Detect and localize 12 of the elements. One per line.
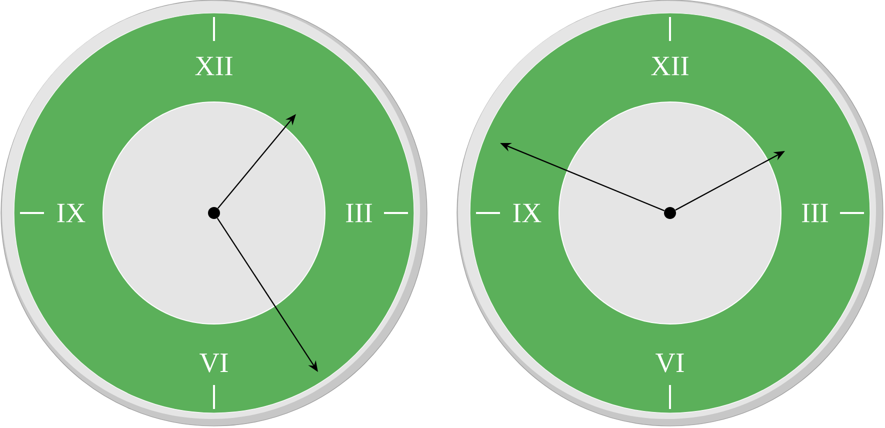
clock-face xyxy=(0,0,428,426)
center-dot xyxy=(664,207,676,219)
center-dot xyxy=(208,207,220,219)
clock-face xyxy=(456,0,884,426)
roman-numeral: III xyxy=(346,204,372,222)
roman-numeral: IX xyxy=(57,204,86,222)
roman-numeral: IX xyxy=(513,204,542,222)
roman-numeral: VI xyxy=(656,354,684,372)
roman-numeral: XII xyxy=(651,56,688,76)
roman-numeral: III xyxy=(802,204,828,222)
roman-numeral: XII xyxy=(195,56,232,76)
roman-numeral: VI xyxy=(200,354,228,372)
